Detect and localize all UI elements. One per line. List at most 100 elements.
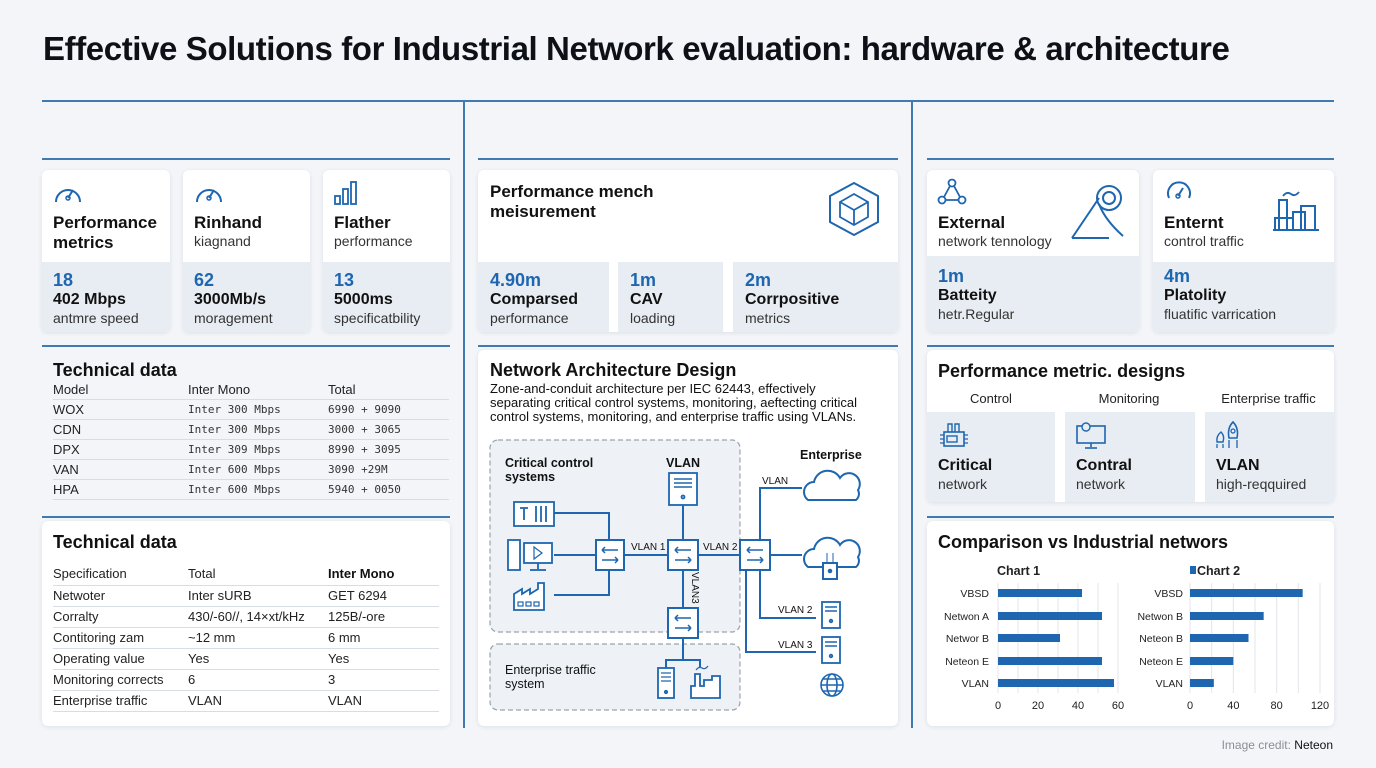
design-value: VLAN bbox=[1216, 457, 1260, 474]
svg-text:Netwon A: Netwon A bbox=[944, 611, 989, 623]
desc-line: Zone-and-conduit architecture per IEC 62… bbox=[490, 381, 816, 396]
stat-value: 3000Mb/s bbox=[194, 291, 267, 308]
card-title: Performance mench bbox=[490, 182, 654, 201]
server-icon bbox=[821, 601, 841, 629]
cell: Contitoring zam bbox=[53, 626, 188, 648]
stat-desc: fluatific varrication bbox=[1164, 306, 1277, 322]
cell: Yes bbox=[188, 647, 328, 669]
right-column-rule-2 bbox=[927, 345, 1334, 347]
cell: 6990 + 9090 bbox=[328, 398, 449, 419]
cell: Netwoter bbox=[53, 584, 188, 606]
performance-measurement-card: Performance mench meisurement 4.90m Comp… bbox=[478, 170, 898, 332]
svg-text:VLAN 2: VLAN 2 bbox=[778, 605, 813, 616]
design-desc: network bbox=[938, 476, 988, 492]
cell: 8990 + 3095 bbox=[328, 438, 449, 459]
page-title: Effective Solutions for Industrial Netwo… bbox=[43, 30, 1230, 67]
table-row: DPX Inter 309 Mbps 8990 + 3095 bbox=[53, 438, 449, 459]
design-col-header: Control bbox=[970, 391, 1012, 406]
server-icon bbox=[668, 472, 698, 506]
design-col-header: Monitoring bbox=[1098, 391, 1160, 406]
cell: Corralty bbox=[53, 605, 188, 627]
globe-icon bbox=[820, 673, 844, 697]
svg-text:VLAN: VLAN bbox=[1156, 678, 1183, 690]
server-icon bbox=[821, 636, 841, 664]
cell: Monitoring corrects bbox=[53, 668, 188, 690]
svg-text:VLAN 3: VLAN 3 bbox=[778, 640, 813, 651]
cell: DPX bbox=[53, 438, 188, 459]
svg-text:VLAN 2: VLAN 2 bbox=[703, 542, 738, 553]
cell: WOX bbox=[53, 398, 188, 419]
cell: Inter sURB bbox=[188, 584, 328, 606]
monitor-icon bbox=[1076, 422, 1106, 449]
design-desc: high-reqquired bbox=[1216, 476, 1307, 492]
performance-designs-card: Performance metric. designs Control Moni… bbox=[927, 350, 1334, 502]
svg-text:Chart 1: Chart 1 bbox=[997, 564, 1040, 578]
stat-value: 5000ms bbox=[334, 291, 393, 308]
stat-desc: moragement bbox=[194, 310, 273, 326]
architecture-card: Network Architecture Design Zone-and-con… bbox=[478, 350, 898, 726]
col-header: Total bbox=[188, 566, 216, 582]
svg-text:systems: systems bbox=[505, 470, 555, 484]
col-header: Total bbox=[328, 381, 356, 397]
cell: 6 bbox=[188, 668, 328, 690]
switch-icon bbox=[595, 539, 771, 639]
col-header: Inter Mono bbox=[188, 381, 251, 397]
cell: 3000 + 3065 bbox=[328, 418, 449, 439]
design-tile-control: Critical network bbox=[927, 412, 1055, 502]
factory-icon bbox=[1273, 191, 1319, 231]
svg-text:system: system bbox=[505, 677, 545, 691]
svg-text:Chart 2: Chart 2 bbox=[1197, 564, 1240, 578]
stat-value: Comparsed bbox=[490, 291, 579, 308]
cell: 125B/-ore bbox=[328, 605, 439, 627]
network-triangle-icon bbox=[937, 178, 967, 205]
stat-value: 402 Mbps bbox=[53, 291, 126, 308]
tech-table: Model Inter Mono Total WOX Inter 300 Mbp… bbox=[53, 380, 449, 500]
rocket-icon bbox=[1216, 420, 1239, 448]
plc-controller-icon bbox=[940, 423, 968, 447]
column-divider-right bbox=[911, 100, 913, 728]
stat-title: Enternt bbox=[1164, 213, 1224, 232]
design-tile-enterprise: VLAN high-reqquired bbox=[1205, 412, 1334, 502]
stat-number: 1m bbox=[938, 266, 965, 286]
middle-column-rule-2 bbox=[478, 345, 898, 347]
right-column-rule-3 bbox=[927, 516, 1334, 518]
chart-bar bbox=[998, 679, 1114, 687]
cell: Inter 600 Mbps bbox=[188, 478, 328, 499]
svg-text:20: 20 bbox=[1032, 700, 1044, 712]
credit-name: Neteon bbox=[1294, 738, 1333, 752]
svg-text:VBSD: VBSD bbox=[960, 588, 989, 600]
svg-text:Netwon B: Netwon B bbox=[1137, 611, 1183, 623]
chart-bar bbox=[1190, 634, 1249, 642]
architecture-title: Network Architecture Design bbox=[490, 360, 737, 380]
col-header: Model bbox=[53, 381, 89, 397]
speedometer-icon bbox=[55, 189, 81, 203]
tech-table-title: Technical data bbox=[53, 360, 177, 380]
stat-value: Batteity bbox=[938, 287, 997, 304]
design-desc: network bbox=[1076, 476, 1126, 492]
spec-table-title: Technical data bbox=[53, 532, 177, 552]
design-tile-monitoring: Contral network bbox=[1065, 412, 1195, 502]
cell: Enterprise traffic bbox=[53, 689, 188, 712]
speedometer-icon bbox=[1167, 181, 1191, 199]
chart-bar bbox=[998, 657, 1102, 665]
cell: 3 bbox=[328, 668, 439, 690]
stat-desc: specificatbility bbox=[334, 310, 421, 326]
comparison-card: Comparison vs Industrial networs Chart 1… bbox=[927, 521, 1334, 726]
left-column-rule bbox=[42, 158, 450, 160]
cell: 6 mm bbox=[328, 626, 439, 648]
cell: Inter 600 Mbps bbox=[188, 458, 328, 479]
stat-number: 13 bbox=[334, 270, 355, 290]
cell: Operating value bbox=[53, 647, 188, 669]
cell: Inter 309 Mbps bbox=[188, 438, 328, 459]
stat-desc: loading bbox=[630, 310, 676, 326]
svg-text:80: 80 bbox=[1271, 700, 1283, 712]
stat-title: External bbox=[938, 213, 1006, 232]
desc-line: separating critical control systems, mon… bbox=[490, 395, 858, 410]
